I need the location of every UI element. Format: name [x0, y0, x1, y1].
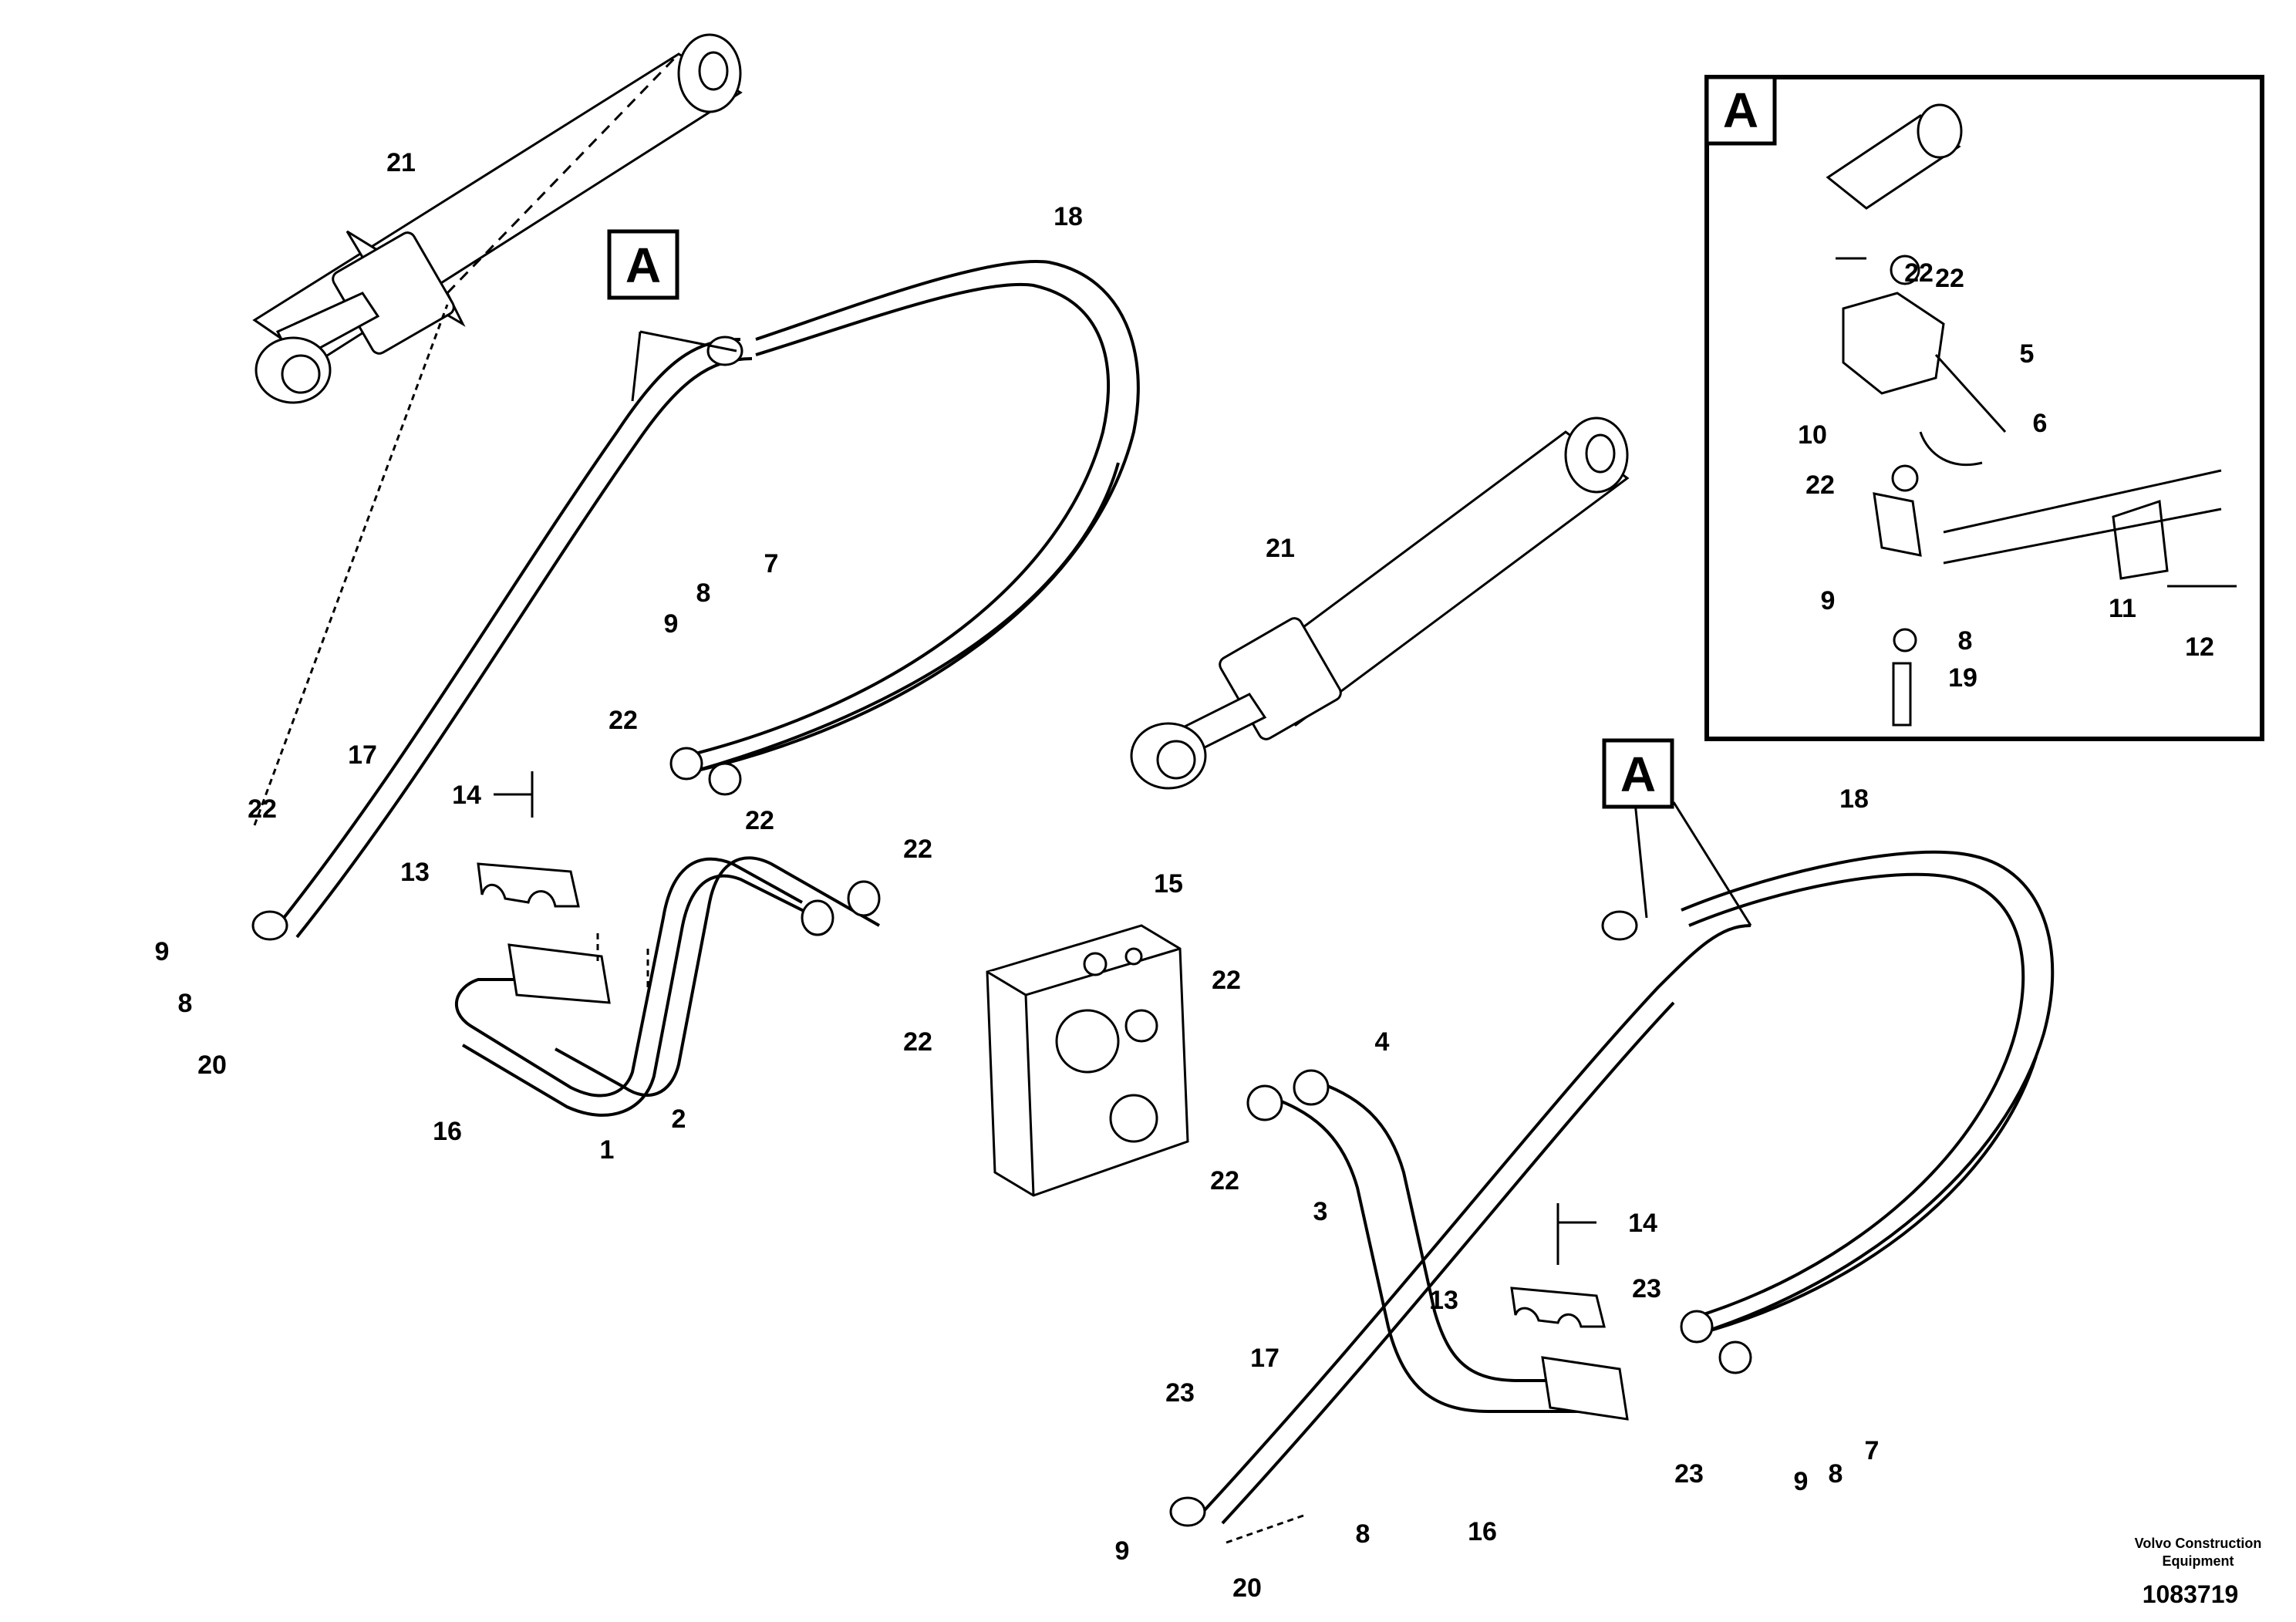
label-13: 13 — [400, 858, 430, 887]
label-21: 21 — [1266, 534, 1295, 563]
label-9: 9 — [1821, 586, 1836, 615]
callout-a-box-left — [607, 229, 679, 300]
label-8: 8 — [1356, 1519, 1371, 1549]
detail-a-frame — [1704, 75, 2264, 741]
label-16: 16 — [433, 1117, 462, 1146]
label-17: 17 — [348, 740, 377, 770]
label-9: 9 — [1794, 1467, 1809, 1496]
label-14: 14 — [1628, 1209, 1657, 1238]
label-8: 8 — [696, 578, 711, 608]
label-22: 22 — [903, 835, 932, 864]
label-22: 22 — [745, 806, 774, 835]
label-21: 21 — [386, 148, 416, 177]
callout-a-right: A — [1620, 747, 1656, 802]
label-9: 9 — [155, 937, 170, 966]
hose-17-left — [276, 338, 741, 927]
hose-17-right — [1202, 924, 1752, 1513]
label-14: 14 — [452, 781, 481, 810]
hose-18-left — [693, 260, 1140, 773]
doc-number: 1083719 — [2143, 1580, 2239, 1608]
label-22: 22 — [1212, 966, 1241, 995]
detail-a-callout: A — [1723, 83, 1758, 138]
label-8: 8 — [1829, 1459, 1843, 1489]
tube-3 — [1264, 1094, 1589, 1413]
callout-a-box-right — [1602, 738, 1674, 809]
label-4: 4 — [1375, 1027, 1390, 1057]
label-22: 22 — [1935, 264, 1964, 293]
label-22: 22 — [1805, 470, 1835, 500]
label-22: 22 — [1904, 258, 1934, 288]
callout-a-left: A — [625, 238, 661, 293]
label-13: 13 — [1429, 1286, 1458, 1315]
label-22: 22 — [1210, 1166, 1239, 1195]
label-8: 8 — [1958, 626, 1973, 656]
label-19: 19 — [1948, 663, 1977, 693]
part-labels: 21 18 7 8 9 22 22 17 14 13 22 9 8 20 16 … — [155, 148, 2214, 1603]
label-9: 9 — [1115, 1536, 1130, 1566]
leader-lines — [253, 257, 1866, 1544]
brand-line-1: Volvo Construction — [2135, 1536, 2262, 1551]
tube-2 — [555, 856, 880, 1097]
label-12: 12 — [2185, 632, 2214, 662]
label-17: 17 — [1250, 1344, 1279, 1373]
label-20: 20 — [197, 1050, 227, 1080]
label-8: 8 — [178, 989, 193, 1018]
label-16: 16 — [1468, 1517, 1497, 1546]
clamp-13-right — [1510, 1286, 1606, 1328]
tube-1 — [454, 857, 803, 1098]
label-2: 2 — [672, 1104, 686, 1134]
label-23: 23 — [1674, 1459, 1704, 1489]
label-10: 10 — [1798, 420, 1827, 450]
control-valve-15 — [986, 924, 1189, 1197]
label-22: 22 — [903, 1027, 932, 1057]
label-23: 23 — [1632, 1274, 1661, 1303]
label-1: 1 — [600, 1135, 615, 1165]
cylinder-middle — [1130, 416, 1630, 790]
label-9: 9 — [664, 609, 679, 639]
detail-a-callout-box — [1704, 75, 1777, 146]
cylinder-upper-left — [252, 33, 743, 404]
label-22: 22 — [609, 706, 638, 735]
label-20: 20 — [1232, 1573, 1262, 1603]
brand-line-2: Equipment — [2163, 1553, 2234, 1569]
label-18: 18 — [1839, 784, 1869, 814]
label-23: 23 — [1165, 1378, 1195, 1408]
tube-4 — [1310, 1078, 1620, 1382]
hose-18-right — [1681, 850, 2055, 1336]
label-5: 5 — [2020, 339, 2035, 369]
label-3: 3 — [1313, 1197, 1328, 1226]
label-22: 22 — [248, 794, 277, 824]
label-18: 18 — [1054, 202, 1083, 231]
label-6: 6 — [2033, 409, 2048, 438]
clamp-13-left — [477, 862, 580, 908]
label-7: 7 — [1865, 1436, 1880, 1465]
label-7: 7 — [764, 549, 779, 578]
detail-a-contents — [1826, 103, 2237, 727]
label-15: 15 — [1154, 869, 1183, 899]
label-11: 11 — [2109, 594, 2136, 623]
